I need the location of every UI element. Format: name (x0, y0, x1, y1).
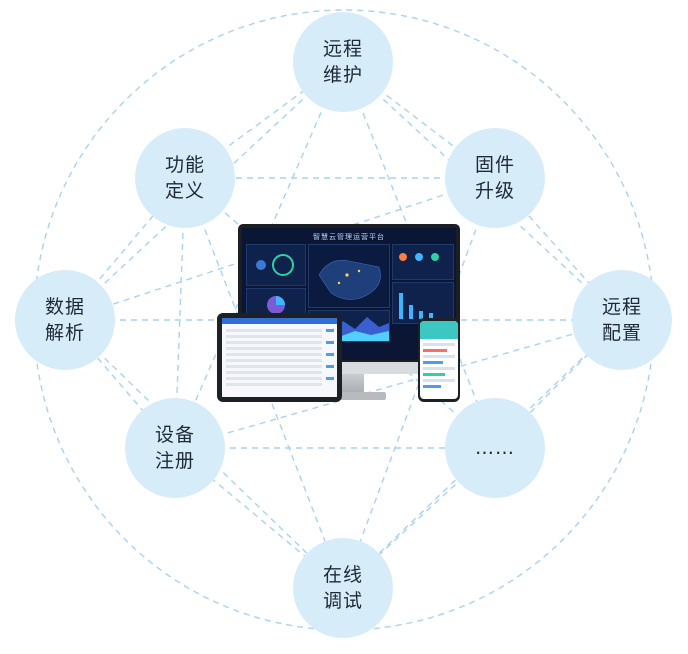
mobile-app-icon (420, 321, 458, 388)
node-label-line2: 配置 (601, 322, 642, 344)
map-panel (308, 244, 390, 308)
table-list-icon (222, 318, 337, 386)
node-label-line2: 注册 (154, 450, 195, 472)
node-function-define: 功能 定义 (135, 128, 235, 228)
node-label-line1: 远程 (322, 38, 363, 60)
node-label-line1: 在线 (322, 564, 363, 586)
link-firmware-debug (342, 177, 496, 589)
phone-device (418, 318, 460, 402)
map-icon (318, 260, 381, 300)
node-firmware-upgrade: 固件 升级 (445, 128, 545, 228)
node-online-debug: 在线 调试 (293, 538, 393, 638)
dashboard-panel (246, 244, 306, 286)
link-config-debug (342, 319, 623, 589)
node-more: …… (445, 398, 545, 498)
node-label-line2: 调试 (322, 590, 363, 612)
octagon-edges (64, 61, 623, 589)
node-label-line1: 固件 (474, 154, 515, 176)
node-label-line1: 功能 (164, 154, 205, 176)
node-label-line1: 数据 (44, 296, 85, 318)
node-label-line2: 定义 (164, 180, 205, 202)
node-remote-maintenance: 远程 维护 (293, 12, 393, 112)
stats-icons (399, 253, 439, 261)
node-label-line1: 远程 (601, 296, 642, 318)
node-label-line1: 设备 (154, 424, 195, 446)
dashboard-panel (392, 244, 454, 280)
node-label-line2: 解析 (44, 322, 85, 344)
phone-screen (420, 321, 458, 399)
node-remote-config: 远程 配置 (572, 270, 672, 370)
gauge-chart-icon (256, 254, 294, 276)
link-maint-more (342, 61, 496, 449)
node-data-analysis: 数据 解析 (15, 270, 115, 370)
link-firmware-analysis (64, 177, 496, 321)
pie-chart-icon (267, 296, 285, 314)
link-register-config (174, 319, 623, 449)
monitor-dashboard-title: 智慧云管理运营平台 (313, 233, 385, 241)
node-label-line1: …… (475, 437, 515, 459)
link-analysis-debug (64, 319, 344, 589)
link-more-function (184, 177, 496, 449)
tablet-device (217, 313, 342, 402)
node-label-line2: 维护 (322, 64, 363, 86)
dashboard-panel (392, 282, 454, 324)
monitor-stand-base (312, 392, 386, 400)
node-device-register: 设备 注册 (125, 398, 225, 498)
node-label-line2: 升级 (474, 180, 515, 202)
link-function-debug (184, 177, 344, 589)
bar-chart-icon (399, 293, 433, 319)
tablet-screen (222, 318, 337, 397)
